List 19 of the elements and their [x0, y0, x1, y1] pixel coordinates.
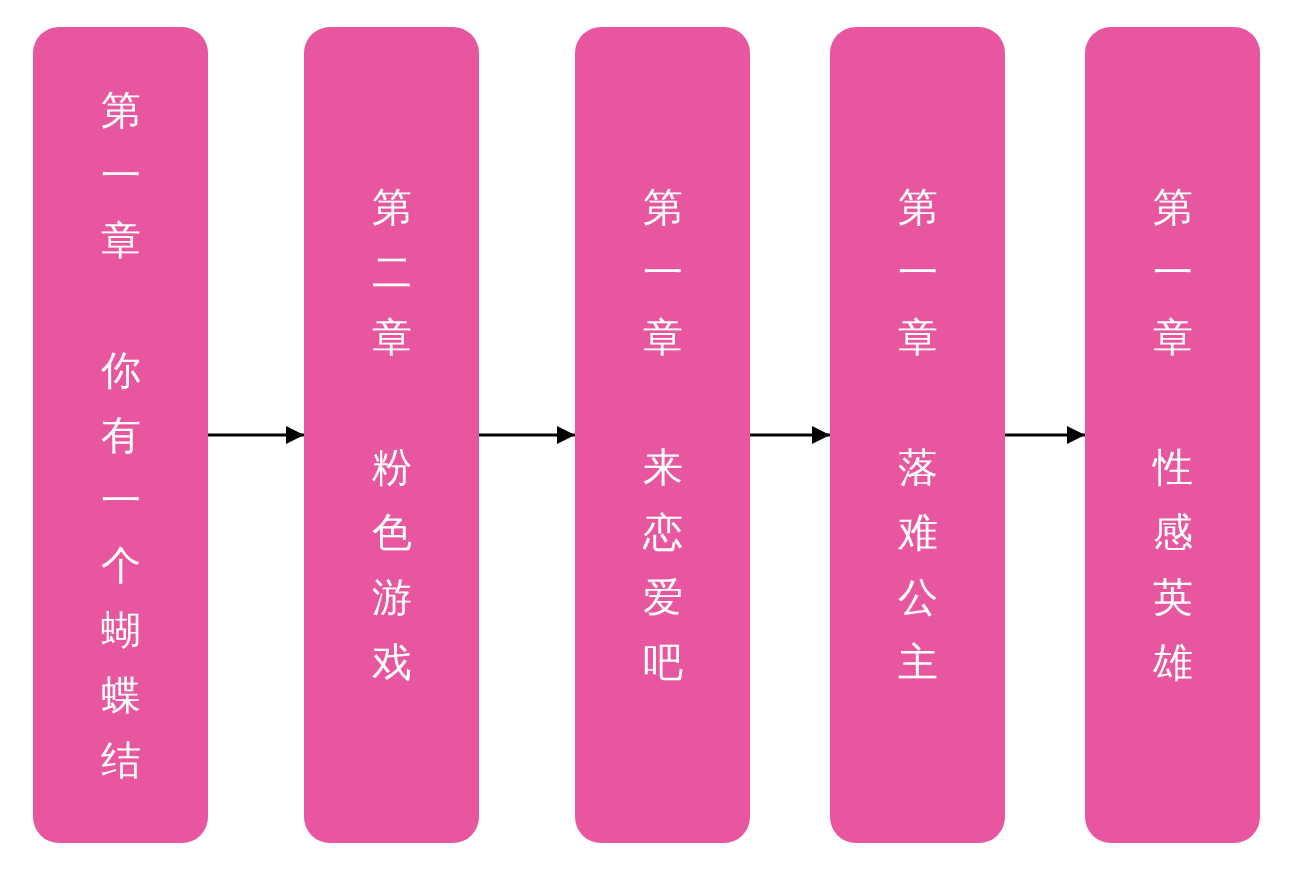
- chapter-number: 第一章: [1152, 183, 1193, 362]
- chapter-title: 来恋爱吧: [642, 443, 683, 687]
- chapter-number: 第一章: [897, 183, 938, 362]
- chapter-box: [830, 27, 1005, 843]
- chapter-number: 第一章: [100, 85, 141, 265]
- chapter-box: [304, 27, 479, 843]
- chapter-title: 落难公主: [897, 443, 938, 687]
- arrow: [1005, 426, 1085, 444]
- arrow: [208, 426, 304, 444]
- chapter-box: [1085, 27, 1260, 843]
- chapter-title: 你有一个蝴蝶结: [100, 345, 141, 785]
- chapter-box: [33, 27, 208, 843]
- arrow: [750, 426, 830, 444]
- chapter-title: 粉色游戏: [371, 443, 412, 687]
- chapter-number: 第二章: [371, 183, 412, 362]
- chapter-box: [575, 27, 750, 843]
- arrow: [479, 426, 575, 444]
- chapter-number: 第一章: [642, 183, 683, 362]
- chapter-title: 性感英雄: [1152, 443, 1193, 687]
